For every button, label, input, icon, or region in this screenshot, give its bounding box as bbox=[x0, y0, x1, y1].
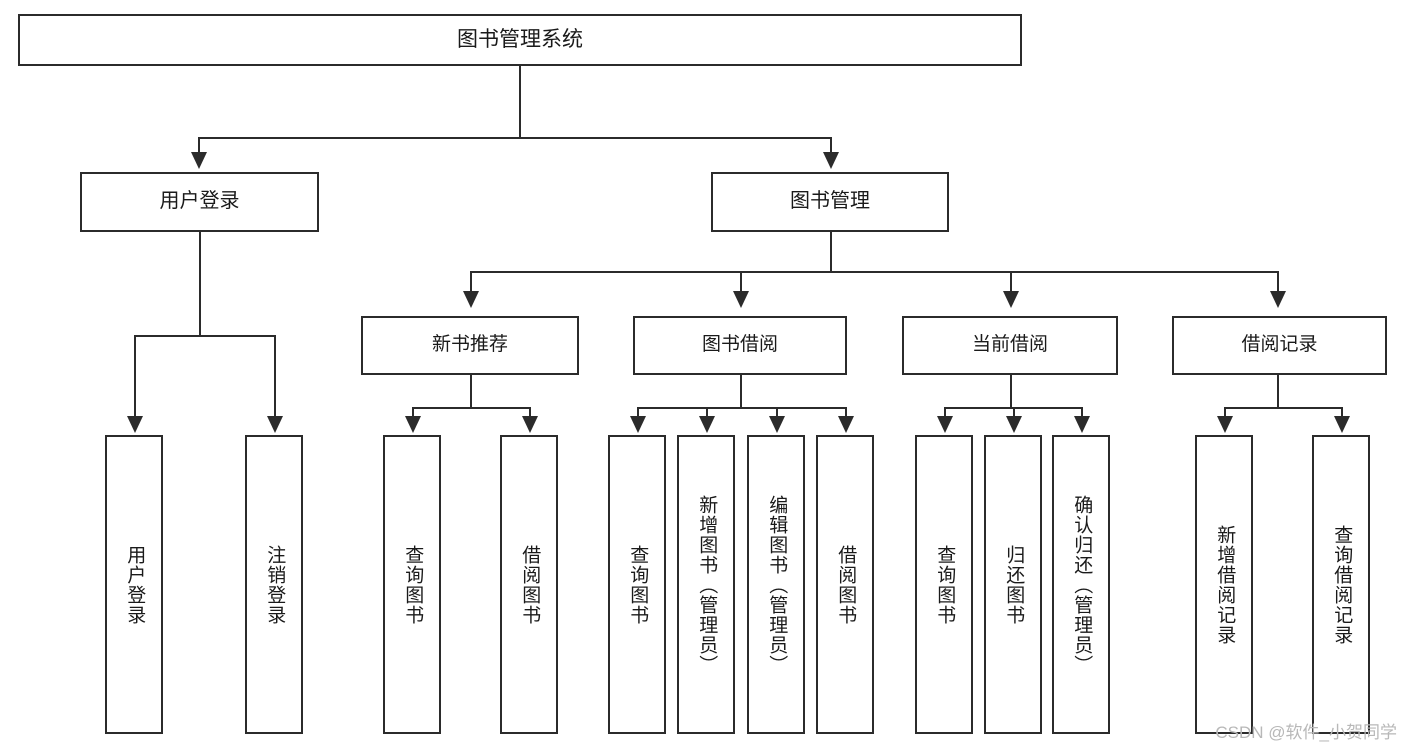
connector-root-stem bbox=[519, 66, 521, 138]
connector-cb-to-leaf-1 bbox=[944, 407, 946, 417]
leaf-book-borrow-3[interactable]: 编辑图书（管理员） bbox=[747, 435, 805, 734]
leaf-current-borrow-1[interactable]: 查询图书 bbox=[915, 435, 973, 734]
connector-br-to-leaf-2 bbox=[1341, 407, 1343, 417]
node-label: 编辑图书（管理员） bbox=[766, 494, 788, 675]
connector-book-management-stem bbox=[830, 232, 832, 272]
node-new-book-recommend[interactable]: 新书推荐 bbox=[361, 316, 579, 375]
arrow-root-to-book-management bbox=[823, 152, 839, 169]
arrow-cb-to-leaf-3 bbox=[1074, 416, 1090, 433]
connector-current-borrow-stem bbox=[1010, 375, 1012, 408]
leaf-book-borrow-4[interactable]: 借阅图书 bbox=[816, 435, 874, 734]
arrow-br-to-leaf-2 bbox=[1334, 416, 1350, 433]
arrow-cb-to-leaf-2 bbox=[1006, 416, 1022, 433]
leaf-current-borrow-3[interactable]: 确认归还（管理员） bbox=[1052, 435, 1110, 734]
node-book-management[interactable]: 图书管理 bbox=[711, 172, 949, 232]
node-label: 归还图书 bbox=[1003, 544, 1025, 625]
connector-br-to-leaf-1 bbox=[1224, 407, 1226, 417]
connector-bb-to-leaf-3 bbox=[776, 407, 778, 417]
connector-nbr-to-leaf-1 bbox=[412, 407, 414, 417]
connector-new-book-recommend-stem bbox=[470, 375, 472, 408]
arrow-root-to-user-login bbox=[191, 152, 207, 169]
leaf-borrow-record-1[interactable]: 新增借阅记录 bbox=[1195, 435, 1253, 734]
node-label: 新书推荐 bbox=[431, 334, 508, 356]
connector-to-new-book-recommend bbox=[470, 271, 472, 292]
connector-to-book-borrow bbox=[740, 271, 742, 292]
arrow-nbr-to-leaf-1 bbox=[405, 416, 421, 433]
connector-book-borrow-stem bbox=[740, 375, 742, 408]
leaf-book-borrow-2[interactable]: 新增图书（管理员） bbox=[677, 435, 735, 734]
connector-root-to-user-login bbox=[198, 137, 200, 153]
leaf-book-borrow-1[interactable]: 查询图书 bbox=[608, 435, 666, 734]
arrow-cb-to-leaf-1 bbox=[937, 416, 953, 433]
arrow-to-new-book-recommend bbox=[463, 291, 479, 308]
node-label: 图书管理系统 bbox=[457, 27, 583, 51]
arrow-to-borrow-record bbox=[1270, 291, 1286, 308]
leaf-current-borrow-2[interactable]: 归还图书 bbox=[984, 435, 1042, 734]
arrow-bb-to-leaf-2 bbox=[699, 416, 715, 433]
node-label: 图书借阅 bbox=[701, 334, 778, 356]
connector-nbr-to-leaf-2 bbox=[529, 407, 531, 417]
arrow-nbr-to-leaf-2 bbox=[522, 416, 538, 433]
node-label: 查询图书 bbox=[934, 544, 956, 625]
watermark-text: CSDN @软件_小贺同学 bbox=[1215, 723, 1397, 742]
node-label: 确认归还（管理员） bbox=[1071, 494, 1093, 675]
connector-book-borrow-bus bbox=[637, 407, 846, 409]
node-borrow-record[interactable]: 借阅记录 bbox=[1172, 316, 1387, 375]
node-label: 借阅记录 bbox=[1241, 334, 1318, 356]
connector-user-login-to-leaf-2 bbox=[274, 335, 276, 417]
node-label: 当前借阅 bbox=[971, 334, 1048, 356]
arrow-br-to-leaf-1 bbox=[1217, 416, 1233, 433]
arrow-bb-to-leaf-3 bbox=[769, 416, 785, 433]
connector-user-login-bus bbox=[134, 335, 274, 337]
node-label: 新增借阅记录 bbox=[1214, 524, 1236, 645]
node-label: 查询图书 bbox=[402, 544, 424, 625]
connector-cb-to-leaf-2 bbox=[1013, 407, 1015, 417]
arrow-user-login-to-leaf-1 bbox=[127, 416, 143, 433]
arrow-bb-to-leaf-4 bbox=[838, 416, 854, 433]
connector-current-borrow-bus bbox=[944, 407, 1081, 409]
connector-new-book-recommend-bus bbox=[412, 407, 529, 409]
connector-root-to-book-management bbox=[830, 137, 832, 153]
connector-cb-to-leaf-3 bbox=[1081, 407, 1083, 417]
connector-bb-to-leaf-4 bbox=[845, 407, 847, 417]
leaf-user-login-1[interactable]: 用户登录 bbox=[105, 435, 163, 734]
connector-to-borrow-record bbox=[1277, 271, 1279, 292]
leaf-user-login-2[interactable]: 注销登录 bbox=[245, 435, 303, 734]
node-label: 新增图书（管理员） bbox=[696, 494, 718, 675]
node-label: 用户登录 bbox=[159, 190, 240, 213]
node-root-book-management-system[interactable]: 图书管理系统 bbox=[18, 14, 1022, 66]
connector-to-current-borrow bbox=[1010, 271, 1012, 292]
connector-root-bus bbox=[198, 137, 830, 139]
node-user-login[interactable]: 用户登录 bbox=[80, 172, 319, 232]
node-label: 用户登录 bbox=[124, 544, 146, 625]
connector-borrow-record-stem bbox=[1277, 375, 1279, 408]
connector-bb-to-leaf-1 bbox=[637, 407, 639, 417]
connector-level3-bus bbox=[470, 271, 1278, 273]
node-label: 借阅图书 bbox=[835, 544, 857, 625]
leaf-new-book-recommend-1[interactable]: 查询图书 bbox=[383, 435, 441, 734]
arrow-bb-to-leaf-1 bbox=[630, 416, 646, 433]
connector-borrow-record-bus bbox=[1224, 407, 1341, 409]
arrow-to-current-borrow bbox=[1003, 291, 1019, 308]
node-current-borrow[interactable]: 当前借阅 bbox=[902, 316, 1118, 375]
connector-bb-to-leaf-2 bbox=[706, 407, 708, 417]
arrow-to-book-borrow bbox=[733, 291, 749, 308]
leaf-borrow-record-2[interactable]: 查询借阅记录 bbox=[1312, 435, 1370, 734]
node-label: 查询图书 bbox=[627, 544, 649, 625]
node-label: 注销登录 bbox=[264, 544, 286, 625]
connector-user-login-to-leaf-1 bbox=[134, 335, 136, 417]
node-label: 借阅图书 bbox=[519, 544, 541, 625]
arrow-user-login-to-leaf-2 bbox=[267, 416, 283, 433]
leaf-new-book-recommend-2[interactable]: 借阅图书 bbox=[500, 435, 558, 734]
node-label: 查询借阅记录 bbox=[1331, 524, 1353, 645]
connector-user-login-stem bbox=[199, 232, 201, 336]
node-label: 图书管理 bbox=[790, 190, 870, 213]
node-book-borrow[interactable]: 图书借阅 bbox=[633, 316, 847, 375]
